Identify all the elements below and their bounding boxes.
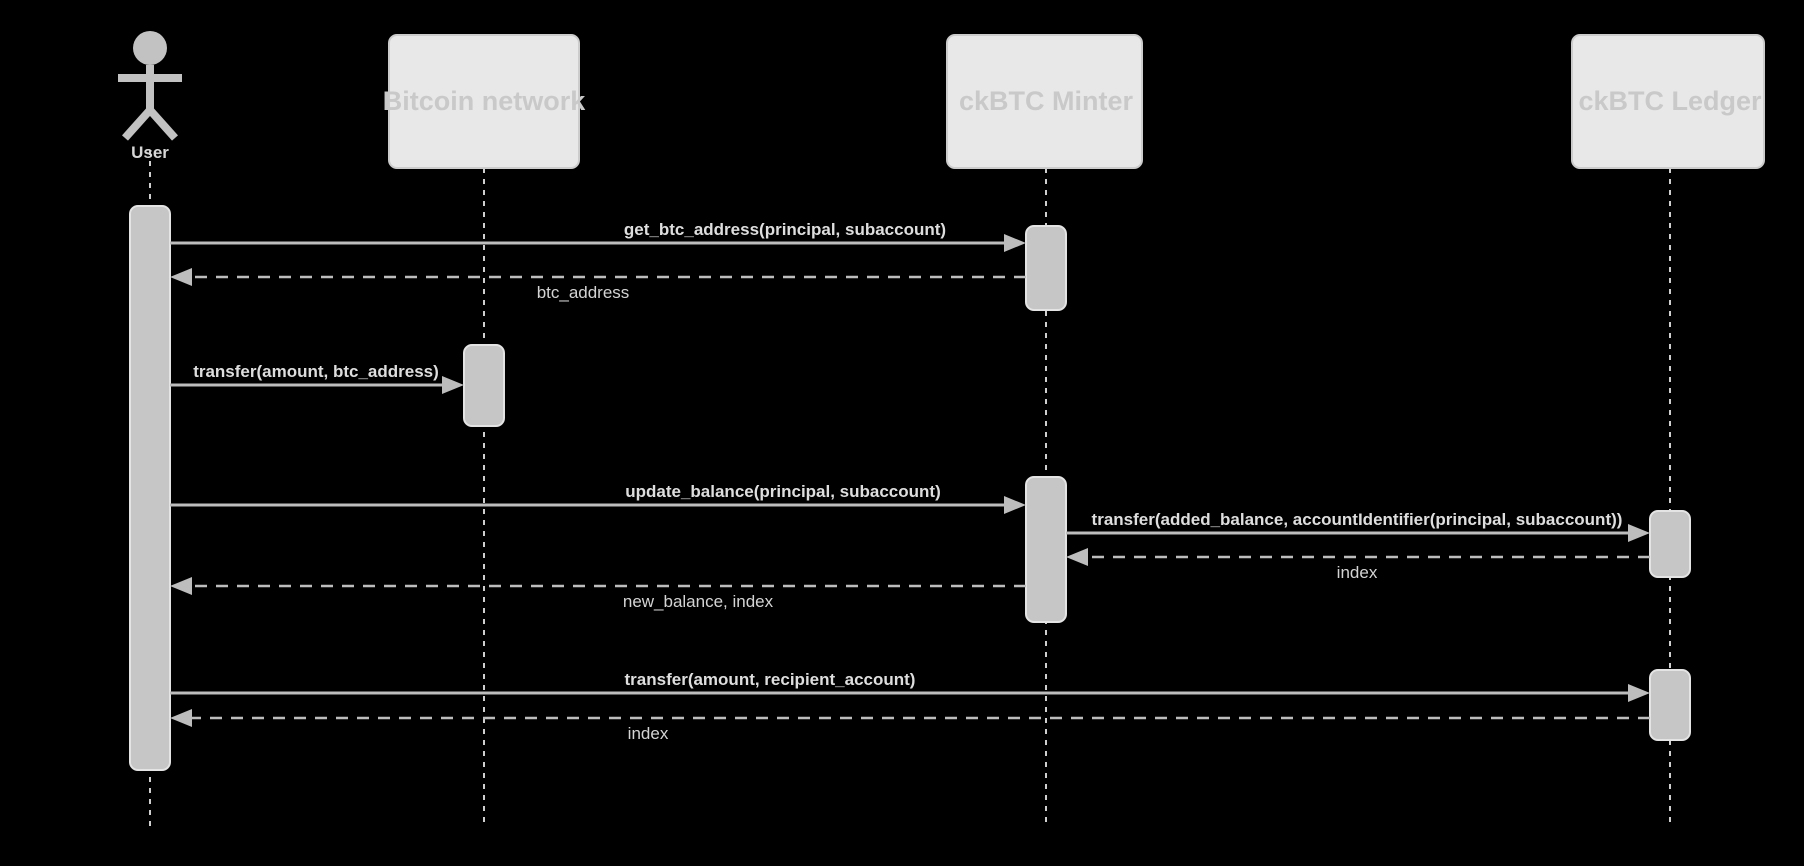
actor-user[interactable]: User — [118, 31, 182, 162]
actor-left-leg-icon — [122, 107, 153, 141]
message-7-new-balance-index[interactable]: new_balance, index — [170, 577, 1026, 611]
message-3-label: transfer(amount, btc_address) — [193, 362, 439, 381]
message-2-label: btc_address — [537, 283, 630, 302]
participant-ledger[interactable]: ckBTC Ledger — [1571, 34, 1765, 169]
participant-label-minter: ckBTC Minter — [959, 86, 1134, 116]
message-8-label: transfer(amount, recipient_account) — [625, 670, 916, 689]
message-9-label: index — [628, 724, 669, 743]
message-3-arrowhead — [442, 376, 464, 394]
message-1-arrowhead — [1004, 234, 1026, 252]
message-4-label: update_balance(principal, subaccount) — [625, 482, 941, 501]
message-5-label: transfer(added_balance, accountIdentifie… — [1092, 510, 1623, 529]
actor-label-user: User — [131, 143, 169, 162]
message-8-arrowhead — [1628, 684, 1650, 702]
message-1-label: get_btc_address(principal, subaccount) — [624, 220, 946, 239]
participant-label-bitcoin: Bitcoin network — [383, 86, 586, 116]
message-2-arrowhead — [170, 268, 192, 286]
activation-bar-bitcoin — [463, 344, 505, 427]
participant-box-minter[interactable] — [946, 34, 1143, 169]
actor-head-icon — [133, 31, 167, 65]
message-4-update-balance[interactable]: update_balance(principal, subaccount) — [170, 482, 1026, 514]
message-6-label: index — [1337, 563, 1378, 582]
message-7-label: new_balance, index — [623, 592, 774, 611]
message-8-transfer-recipient[interactable]: transfer(amount, recipient_account) — [170, 670, 1650, 702]
activation-bar-ledger-2 — [1649, 669, 1691, 741]
participant-box-ledger[interactable] — [1571, 34, 1765, 169]
actor-right-leg-icon — [147, 107, 178, 141]
message-9-index[interactable]: index — [170, 709, 1650, 743]
message-5-transfer-added-balance[interactable]: transfer(added_balance, accountIdentifie… — [1066, 510, 1650, 542]
message-4-arrowhead — [1004, 496, 1026, 514]
participant-box-bitcoin[interactable] — [388, 34, 580, 169]
message-6-arrowhead — [1066, 548, 1088, 566]
activation-bars — [129, 205, 1691, 771]
message-2-btc-address[interactable]: btc_address — [170, 268, 1026, 302]
message-1-get-btc-address[interactable]: get_btc_address(principal, subaccount) — [170, 220, 1026, 252]
message-9-arrowhead — [170, 709, 192, 727]
message-7-arrowhead — [170, 577, 192, 595]
message-5-arrowhead — [1628, 524, 1650, 542]
message-6-index[interactable]: index — [1066, 548, 1650, 582]
activation-bar-minter-1 — [1025, 225, 1067, 311]
activation-bar-ledger-1 — [1649, 510, 1691, 578]
activation-bar-user — [129, 205, 171, 771]
message-3-transfer-btc[interactable]: transfer(amount, btc_address) — [170, 362, 464, 394]
participant-label-ledger: ckBTC Ledger — [1578, 86, 1762, 116]
participant-bitcoin[interactable]: Bitcoin network — [383, 34, 586, 169]
activation-bar-minter-2 — [1025, 476, 1067, 623]
participant-minter[interactable]: ckBTC Minter — [946, 34, 1143, 169]
